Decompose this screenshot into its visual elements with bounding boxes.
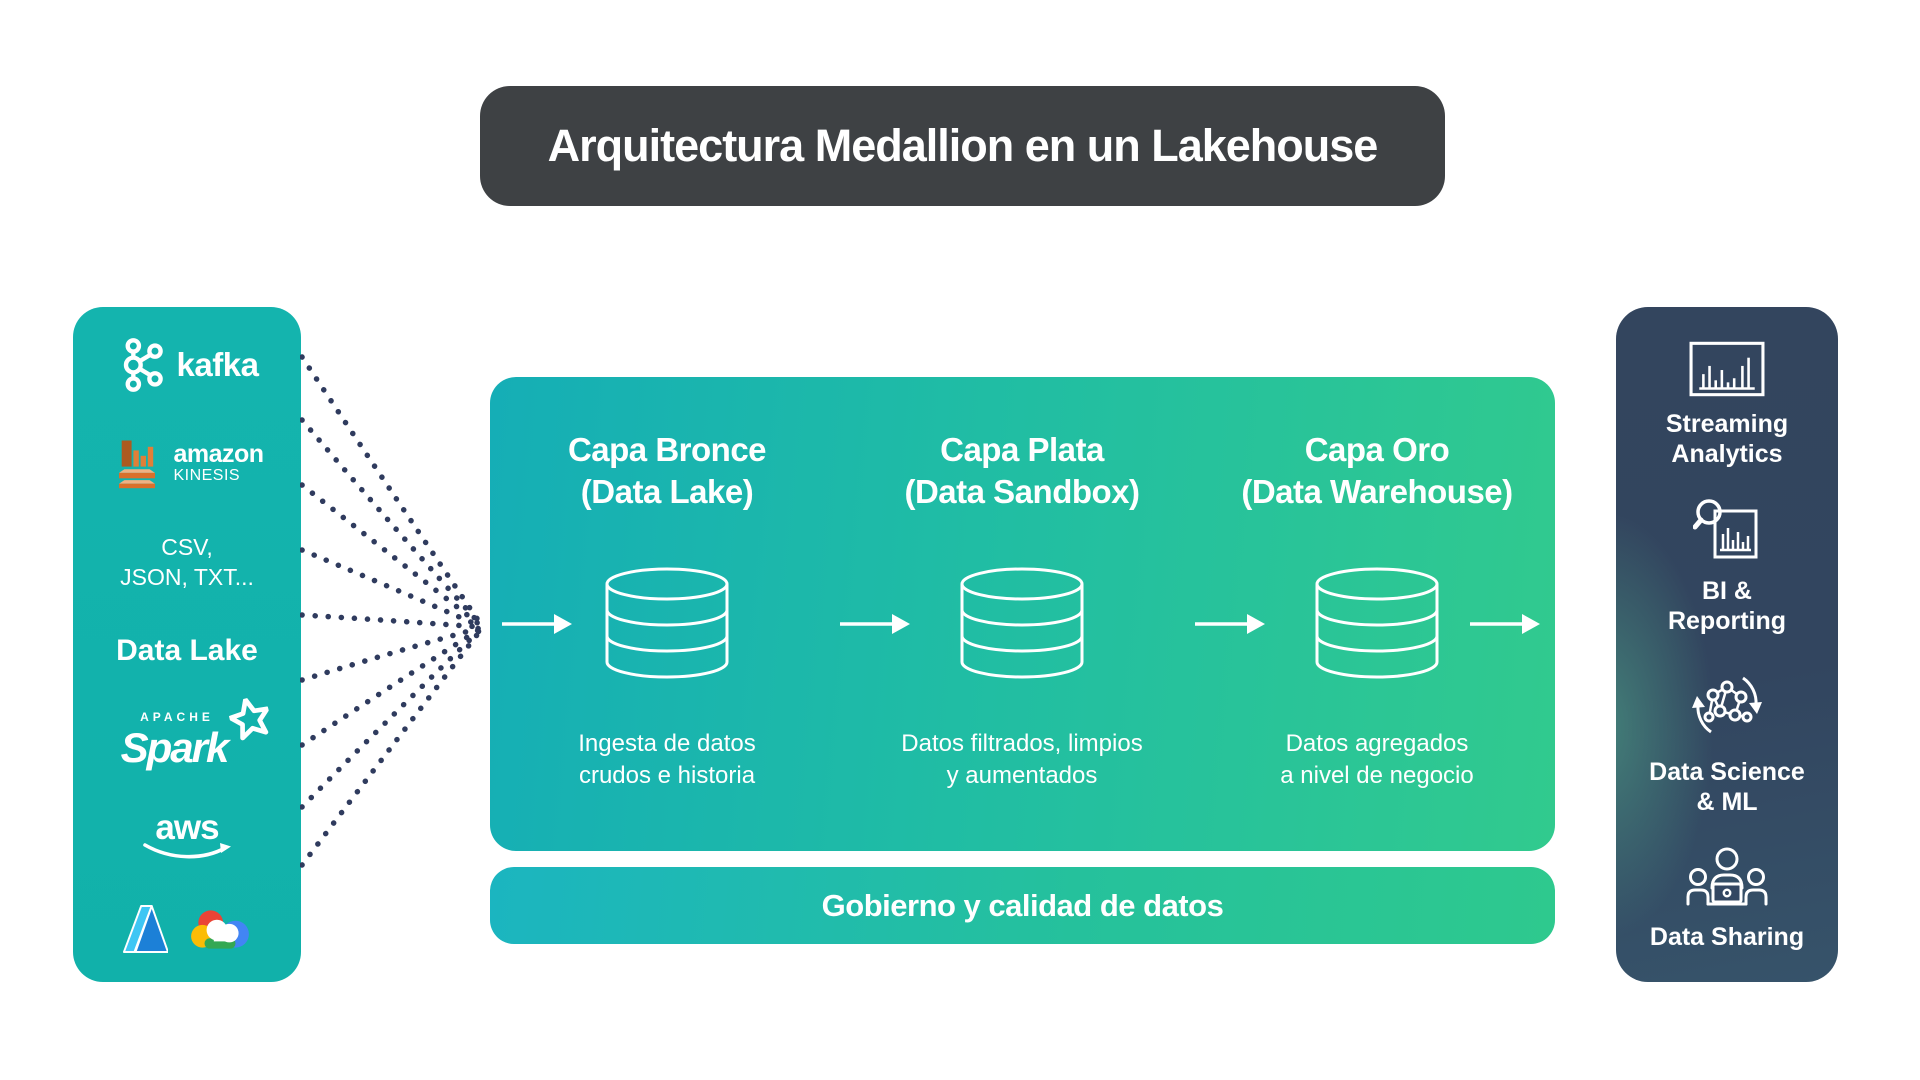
flow-arrow-icon (1195, 614, 1265, 634)
data-lake-label: Data Lake (116, 634, 258, 668)
pipeline-panel: Capa Bronce (Data Lake) Ingesta de datos… (490, 377, 1555, 851)
people-laptop-icon (1686, 847, 1768, 906)
kinesis-label-amazon: amazon (173, 440, 264, 469)
stage-gold-title-line2: (Data Warehouse) (1241, 472, 1513, 510)
stage-bronze: Capa Bronce (Data Lake) Ingesta de datos… (507, 377, 827, 851)
database-cylinder-icon (605, 567, 729, 679)
stage-gold-title-line1: Capa Oro (1304, 431, 1450, 468)
consumer-data-science-ml: Data Science & ML (1649, 665, 1805, 817)
stage-gold-desc-line2: a nivel de negocio (1280, 762, 1474, 790)
consumer-label-line1: Data Sharing (1649, 923, 1805, 951)
stage-silver-description: Datos filtrados, limpios y aumentados (862, 728, 1182, 793)
stage-silver: Capa Plata (Data Sandbox) Datos filtrado… (862, 377, 1182, 851)
file-formats-line2: JSON, TXT... (120, 563, 254, 590)
consumer-label: Streaming Analytics (1666, 409, 1788, 469)
kinesis-icon (119, 440, 156, 489)
consumer-label-line1: Streaming (1665, 410, 1789, 438)
stage-gold: Capa Oro (Data Warehouse) Datos agregado… (1217, 377, 1537, 851)
kinesis-label: amazon KINESIS (173, 440, 264, 484)
stage-bronze-desc-line2: crudos e historia (578, 762, 756, 790)
stage-silver-desc-line1: Datos filtrados, limpios (901, 729, 1143, 757)
consumer-label: Data Science & ML (1649, 757, 1805, 817)
sources-panel: kafka amazon KINESIS CSV, JSON, TXT... D (73, 307, 301, 982)
consumer-data-sharing: Data Sharing (1650, 846, 1804, 952)
consumer-label-line2: Reporting (1667, 607, 1787, 635)
stage-silver-title-line2: (Data Sandbox) (904, 472, 1140, 510)
flow-arrow-icon (502, 614, 572, 634)
consumer-label: Data Sharing (1650, 922, 1804, 952)
kafka-label: kafka (176, 346, 259, 383)
file-formats-label: CSV, JSON, TXT... (120, 533, 254, 593)
consumer-label-line1: BI & (1701, 577, 1752, 605)
flow-arrow-icon (840, 614, 910, 634)
azure-icon (122, 904, 168, 953)
consumer-label-line2: Analytics (1671, 440, 1783, 468)
spark-apache-label: APACHE (140, 710, 214, 725)
aws-label: aws (155, 808, 219, 848)
database-cylinder-icon (960, 567, 1084, 679)
diagram-title-bar: Arquitectura Medallion en un Lakehouse (480, 86, 1445, 206)
stage-bronze-title-line2: (Data Lake) (580, 472, 754, 510)
aws-logo: aws (141, 808, 233, 862)
stage-bronze-description: Ingesta de datos crudos e historia (507, 728, 827, 793)
aws-smile-icon (143, 843, 231, 859)
stage-gold-title: Capa Oro (Data Warehouse) (1217, 429, 1537, 513)
apache-spark-logo: APACHE Spark (102, 697, 272, 772)
google-cloud-icon (191, 910, 249, 949)
cloud-providers-row (122, 904, 252, 954)
file-formats-line1: CSV, (161, 533, 213, 560)
stage-bronze-title: Capa Bronce (Data Lake) (507, 429, 827, 513)
consumer-streaming-analytics: Streaming Analytics (1666, 341, 1788, 469)
flow-arrow-icon (1470, 614, 1540, 634)
stage-bronze-desc-line1: Ingesta de datos (578, 729, 756, 757)
governance-label: Gobierno y calidad de datos (821, 887, 1224, 923)
amazon-kinesis-logo: amazon KINESIS (110, 435, 264, 491)
consumer-bi-reporting: BI & Reporting (1668, 498, 1786, 636)
spark-star-icon (228, 697, 270, 741)
stage-bronze-title-line1: Capa Bronce (567, 431, 767, 468)
consumer-label: BI & Reporting (1668, 576, 1786, 636)
spark-label: Spark (120, 724, 230, 772)
consumer-label-line1: Data Science (1649, 758, 1805, 786)
kinesis-label-kinesis: KINESIS (173, 466, 241, 484)
page-title: Arquitectura Medallion en un Lakehouse (547, 120, 1379, 171)
dotted-connectors (300, 354, 483, 868)
consumer-label-line2: & ML (1696, 788, 1758, 816)
network-cycle-icon (1691, 676, 1762, 734)
consumers-panel: Streaming Analytics BI & (1616, 307, 1838, 982)
stage-silver-desc-line2: y aumentados (946, 762, 1098, 790)
stage-silver-title-line1: Capa Plata (940, 431, 1104, 468)
governance-bar: Gobierno y calidad de datos (490, 867, 1555, 944)
magnifier-chart-icon (1692, 499, 1758, 559)
stage-silver-title: Capa Plata (Data Sandbox) (862, 429, 1182, 513)
stage-gold-description: Datos agregados a nivel de negocio (1217, 728, 1537, 793)
stage-gold-desc-line1: Datos agregados (1285, 729, 1469, 757)
database-cylinder-icon (1315, 567, 1439, 679)
kafka-icon (123, 338, 163, 392)
kafka-logo: kafka (116, 337, 259, 393)
bar-chart-icon (1689, 341, 1765, 397)
